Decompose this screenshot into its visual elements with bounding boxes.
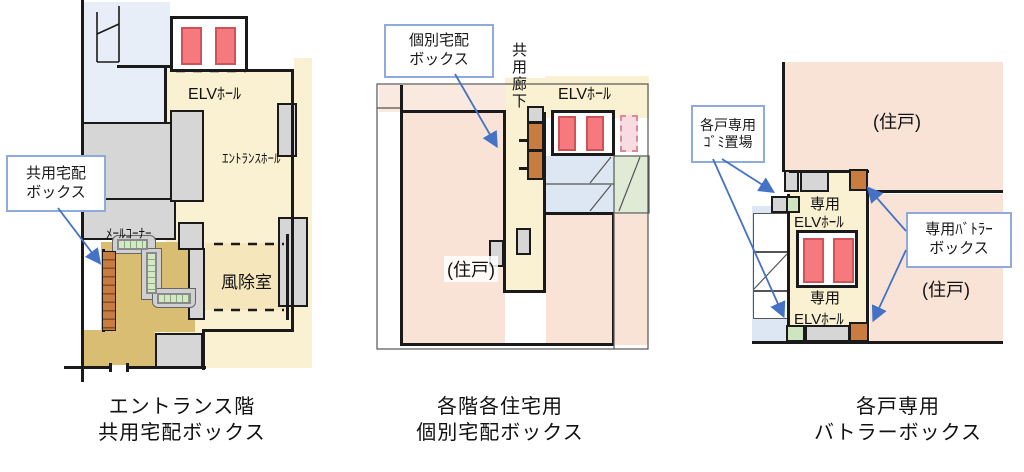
stair-flight xyxy=(753,252,788,291)
wall-zone xyxy=(155,333,203,368)
elevator-car xyxy=(586,116,604,151)
callout-individual-delivery-box: 個別宅配 ボックス xyxy=(384,24,494,78)
butler-box-top xyxy=(849,169,868,191)
stair-flight xyxy=(753,213,788,252)
stairs-wedge xyxy=(614,156,649,213)
stairwell-area xyxy=(84,2,170,122)
callout-line1: 共用宅配 xyxy=(25,164,86,182)
wall-zone xyxy=(527,106,544,123)
wall xyxy=(203,329,294,332)
room-label-unit-top: (住戸) xyxy=(873,112,921,132)
room-label-elv-top1: 専用 xyxy=(810,196,841,213)
stairs-floor xyxy=(546,156,614,213)
wall xyxy=(866,190,869,343)
wall xyxy=(546,212,614,215)
wall xyxy=(164,65,167,122)
door-tick xyxy=(519,139,527,142)
callout-butler-box: 専用ﾊﾞﾄﾗｰ ボックス xyxy=(906,212,1012,268)
door-tick xyxy=(126,363,129,372)
caption-line1: 各階各住宅用 xyxy=(437,396,563,418)
wall xyxy=(787,194,790,343)
caption-line1: エントランス階 xyxy=(108,396,256,418)
room-label-unit: (住戸) xyxy=(444,256,498,282)
callout-line1: 各戸専用 xyxy=(700,116,756,133)
room-label-entrance-hall: ｴﾝﾄﾗﾝｽﾎｰﾙ xyxy=(222,151,281,166)
door-tick xyxy=(519,167,527,170)
room-label-corridor: 共用廊下 xyxy=(510,42,527,110)
wall xyxy=(202,329,205,370)
elevator-car xyxy=(215,27,236,65)
door-tick xyxy=(109,363,112,372)
wall xyxy=(782,62,785,172)
wall xyxy=(117,65,170,68)
wall xyxy=(400,85,403,345)
room-label-windbreak: 風除室 xyxy=(221,273,272,292)
individual-delivery-box xyxy=(527,122,544,151)
callout-line1: 専用ﾊﾞﾄﾗｰ xyxy=(925,221,993,239)
elevator-car xyxy=(181,27,202,65)
callout-line2: ボックス xyxy=(26,183,86,201)
unit-floor-right xyxy=(546,214,648,345)
individual-delivery-box xyxy=(527,150,544,180)
unit-floor-main xyxy=(402,112,505,345)
room-label-elv-hall: ELVﾎｰﾙ xyxy=(558,86,612,103)
shared-delivery-box-unit xyxy=(102,251,116,331)
mailbox-column xyxy=(146,252,157,294)
wall xyxy=(400,343,614,346)
caption-butler: 各戸専用 バトラーボックス xyxy=(798,394,998,446)
room-label-elv-bottom1: 専用 xyxy=(810,290,841,307)
caption-line2: バトラーボックス xyxy=(814,422,982,444)
wall xyxy=(291,69,294,331)
room-label-elv-bottom2: ELVﾎｰﾙ xyxy=(794,311,844,328)
callout-line2: ボックス xyxy=(929,240,989,257)
mailbox-row xyxy=(157,293,191,304)
callout-shared-delivery-box: 共用宅配 ボックス xyxy=(6,155,106,212)
wall-zone xyxy=(188,248,205,320)
wall xyxy=(503,112,506,292)
caption-line2: 個別宅配ボックス xyxy=(416,422,584,444)
room-label-elv-hall: ELVﾎｰﾙ xyxy=(188,86,242,103)
caption-entrance: エントランス階 共用宅配ボックス xyxy=(82,394,282,446)
wall xyxy=(286,234,289,320)
wall xyxy=(64,366,206,369)
callout-line1: 個別宅配 xyxy=(408,32,469,50)
garbage-area-bottom xyxy=(786,325,805,342)
wall-zone xyxy=(800,170,829,192)
butler-box-bottom xyxy=(849,322,869,342)
wall xyxy=(868,190,1003,193)
wall xyxy=(503,290,546,293)
elevator-car xyxy=(803,238,824,283)
elevator-car xyxy=(833,238,854,283)
stair-flight xyxy=(753,291,788,319)
callout-line2: ボックス xyxy=(409,51,469,68)
mail-corner-floor-lower xyxy=(84,330,155,368)
caption-individual: 各階各住宅用 個別宅配ボックス xyxy=(400,394,600,446)
room-label-elv-top2: ELVﾎｰﾙ xyxy=(794,214,844,231)
mailbox-row xyxy=(117,239,148,250)
caption-line2: 共用宅配ボックス xyxy=(98,422,266,444)
wall xyxy=(248,69,294,72)
wall xyxy=(612,214,614,345)
callout-line2: ｺﾞﾐ置場 xyxy=(703,134,753,150)
room-label-unit-right: (住戸) xyxy=(922,280,970,300)
garbage-area-top xyxy=(786,196,800,213)
room-label-mail-corner: ﾒｰﾙｺｰﾅｰ xyxy=(106,226,152,241)
elevator-car xyxy=(558,116,576,151)
windbreak-floor xyxy=(205,243,288,310)
wall-zone xyxy=(170,110,204,202)
wall-zone xyxy=(784,170,799,192)
unit-floor-upper xyxy=(379,85,505,112)
wall xyxy=(752,341,1003,344)
callout-garbage-area: 各戸専用 ｺﾞﾐ置場 xyxy=(691,105,765,163)
wall xyxy=(789,170,869,173)
wall xyxy=(400,110,506,113)
door-gap xyxy=(112,365,126,371)
wall-zone xyxy=(178,222,204,250)
wall-zone xyxy=(516,228,531,255)
caption-line1: 各戸専用 xyxy=(856,396,940,418)
elevator-future-slot xyxy=(620,115,638,152)
